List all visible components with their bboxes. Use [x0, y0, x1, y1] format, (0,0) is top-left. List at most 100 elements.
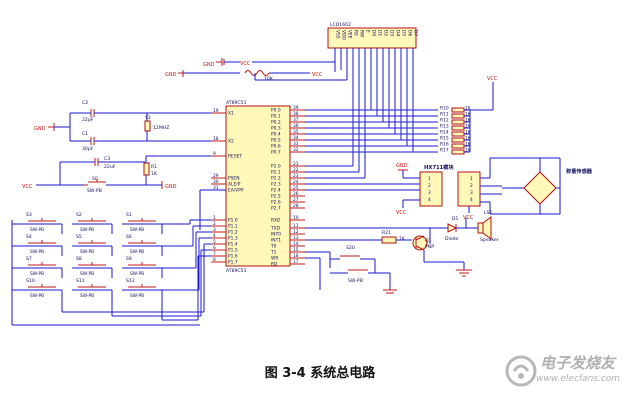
lcd-pin-label: E	[365, 30, 371, 33]
key-type: SW-PB	[130, 227, 144, 233]
lcd-wires	[334, 48, 414, 178]
mcu-pin-name: P2.4	[271, 188, 281, 194]
mcu-pin-name: INT1	[271, 238, 281, 244]
hx711-pin-left: 4	[428, 197, 431, 203]
s20-type: SW-PB	[348, 278, 363, 284]
rnet-ref: R16	[440, 142, 449, 148]
mcu-pin-number: 7	[213, 251, 216, 257]
mcu-pin-number: 36	[293, 123, 299, 129]
mcu-pin-name: P0.1	[271, 114, 281, 120]
mcu-pin-number: 28	[293, 203, 299, 209]
vcc-label-reset: VCC	[22, 184, 33, 190]
mcu-pin-name: P0.0	[271, 108, 281, 114]
mcu-ref: AT89C51	[226, 100, 247, 106]
rnet-resistor	[451, 137, 465, 143]
key-ref: S6	[126, 234, 132, 240]
key-ref: S5	[76, 234, 82, 240]
s20-ref: S20	[346, 245, 355, 251]
mcu-part: AT89C51	[226, 268, 247, 274]
vcc-label-rnet: VCC	[487, 76, 498, 82]
key-ref: S2	[76, 212, 82, 218]
pot-value: 10K	[264, 76, 274, 82]
key-ref: S10	[26, 278, 35, 284]
mcu-pin-number: 12	[293, 229, 299, 235]
buzzer-driver: D1 Diode LS1 Speaker R21 1K Q1 PNP	[305, 210, 499, 277]
key-ref: S1	[126, 212, 132, 218]
key-ref: S3	[26, 212, 32, 218]
rnet-value: 1K	[465, 130, 471, 136]
mcu-pin-number: 31	[213, 185, 219, 191]
rnet-value: 1K	[465, 124, 471, 130]
mcu-pin-number: 35	[293, 129, 299, 135]
c1-ref: C1	[82, 131, 88, 137]
mcu-pin-name: P0.5	[271, 138, 281, 144]
diode-ref: D1	[452, 216, 459, 222]
rnet-value: 1K	[465, 136, 471, 142]
key-ref: S11	[76, 278, 85, 284]
r1-resistor	[143, 162, 150, 176]
mcu-pin-name: P1.0	[228, 218, 238, 224]
speaker-body	[477, 222, 484, 234]
pot-symbol	[244, 70, 270, 76]
mcu-pin-name: RESET	[228, 154, 242, 160]
key-type: SW-PB	[30, 293, 44, 299]
mcu-pin-name: P0.7	[271, 150, 281, 156]
elecfans-logo-icon	[505, 355, 537, 387]
mcu-pin-number: 23	[293, 173, 299, 179]
watermark-url: www.elecfans.com	[536, 374, 621, 384]
mcu-pin-number: 14	[293, 241, 299, 247]
mcu-pin-name: X2	[228, 139, 234, 145]
mcu-pin-name: TXD	[270, 226, 281, 232]
rnet-ref: R17	[440, 148, 449, 154]
figure-caption: 图 3-4 系统总电路	[264, 366, 376, 381]
mcu-pin-name: PSEN	[228, 176, 240, 182]
hx711-pin-right: 4	[470, 197, 473, 203]
mcu-pin-name: P2.5	[271, 194, 281, 200]
mcu-pin-number: 21	[293, 161, 299, 167]
key-type: SW-PB	[30, 271, 44, 277]
lcd-pin-label: D6	[407, 30, 413, 36]
gnd-label-osc: GND	[34, 126, 46, 132]
mcu-pin-name: P1.4	[228, 242, 238, 248]
mcu-pin-number: 29	[213, 173, 219, 179]
mcu-pin-number: 24	[293, 179, 299, 185]
mcu-pin-name: P2.3	[271, 182, 281, 188]
mcu-body	[225, 105, 291, 267]
mcu-pin-number: 4	[213, 233, 216, 239]
watermark: 电子发烧友 www.elecfans.com	[504, 350, 622, 392]
mcu-pin-name: P0.3	[271, 126, 281, 132]
hx711-pin-right: 3	[470, 190, 473, 196]
key-type: SW-PB	[130, 249, 144, 255]
mcu-pin-number: 8	[213, 257, 216, 263]
rnet-ref: R14	[440, 130, 449, 136]
vcc-label-hx2: VCC	[463, 215, 474, 221]
mcu-pin-name: P0.6	[271, 144, 281, 150]
mcu-pin-name: P1.2	[228, 230, 238, 236]
watermark-title: 电子发烧友	[540, 354, 616, 372]
lcd-pin-label: VSS	[335, 30, 341, 39]
mcu-pin-number: 37	[293, 117, 299, 123]
mcu-pin-number: 32	[293, 147, 299, 153]
mcu-pin-number: 26	[293, 191, 299, 197]
speaker-cone	[482, 216, 492, 240]
mcu-pin-name: P2.6	[271, 200, 281, 206]
gnd-label: GND	[203, 62, 215, 68]
reset-key-type: SW-PB	[87, 188, 102, 194]
speaker-ref: LS1	[484, 210, 492, 216]
key-ref: S4	[26, 234, 32, 240]
r21-resistor	[381, 236, 397, 244]
lcd-pin-label: RW	[359, 30, 365, 38]
rnet-resistor	[451, 119, 465, 125]
mcu-pin-name: P1.5	[228, 248, 238, 254]
mcu-pin-name: P1.1	[228, 224, 238, 230]
mcu-pin-name: P1.6	[228, 254, 238, 260]
rnet-resistor	[451, 107, 465, 113]
gnd-label-pot: GND	[165, 72, 177, 78]
mcu-pin-name: ALE/P	[228, 182, 241, 188]
crystal-symbol	[144, 120, 151, 132]
mcu-pin-name: INT0	[271, 232, 281, 238]
lcd-power: GND VCC GND VCC 10K	[165, 58, 348, 82]
reset-key-ref: S0	[92, 176, 98, 182]
vcc-label-lcd: VCC	[240, 61, 251, 67]
mcu-pin-name: P2.2	[271, 176, 281, 182]
